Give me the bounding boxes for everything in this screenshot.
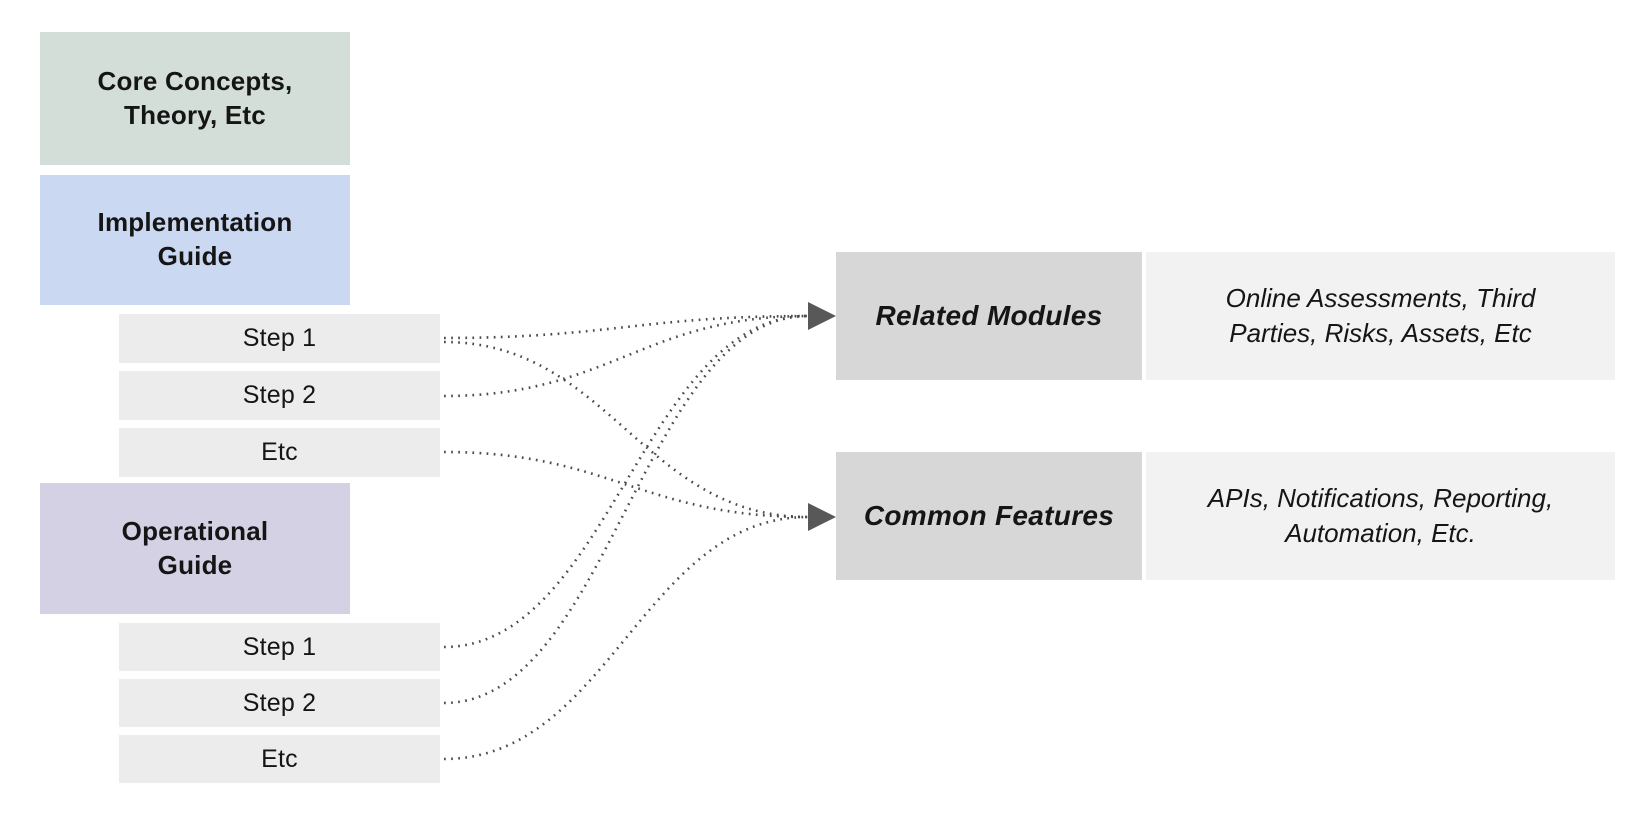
dotted-connector-impl_etc-to-common_features [443, 450, 809, 519]
core-concepts-box: Core Concepts, Theory, Etc [40, 32, 350, 165]
dotted-connector-oper_step2-to-related_modules [443, 314, 809, 705]
dotted-connector-impl_step1b-to-common_features [443, 340, 809, 519]
implementation-step-1-box: Step 1 [119, 314, 440, 363]
arrowhead-icon-related_modules [808, 302, 836, 330]
dotted-connector-oper_step1-to-related_modules [443, 314, 809, 649]
implementation-guide-box: Implementation Guide [40, 175, 350, 305]
operational-etc-box: Etc [119, 735, 440, 783]
operational-step-2-box: Step 2 [119, 679, 440, 727]
arrowhead-icon-common_features [808, 503, 836, 531]
operational-guide-box: Operational Guide [40, 483, 350, 614]
dotted-connector-impl_step1-to-related_modules [443, 314, 809, 340]
related-modules-description-box: Online Assessments, Third Parties, Risks… [1146, 252, 1615, 380]
implementation-step-2-box: Step 2 [119, 371, 440, 420]
dotted-connector-oper_etc-to-common_features [443, 515, 809, 761]
dotted-connector-impl_step2-to-related_modules [443, 314, 809, 398]
implementation-etc-box: Etc [119, 428, 440, 477]
operational-step-1-box: Step 1 [119, 623, 440, 671]
common-features-title-box: Common Features [836, 452, 1142, 580]
common-features-description-box: APIs, Notifications, Reporting, Automati… [1146, 452, 1615, 580]
related-modules-title-box: Related Modules [836, 252, 1142, 380]
